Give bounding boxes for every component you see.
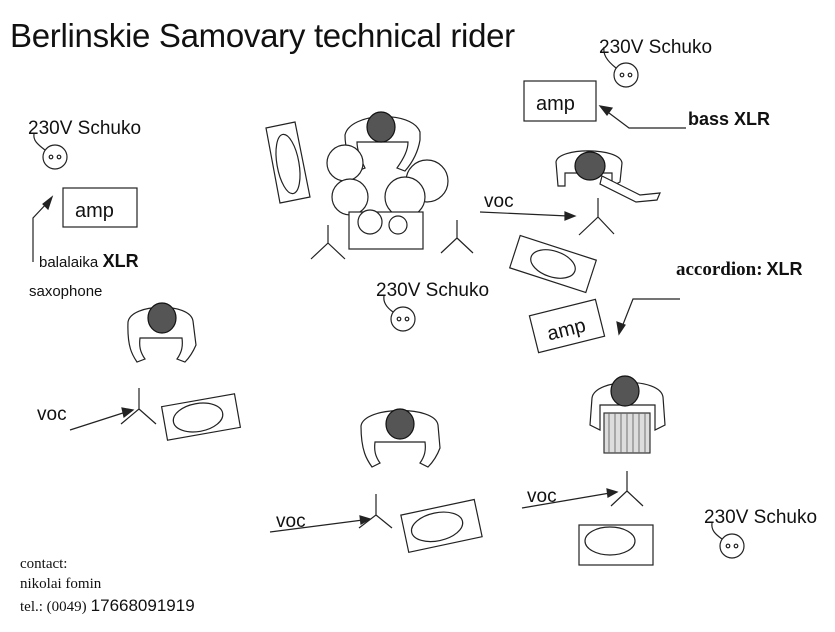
vocal-label-bass: voc (484, 191, 514, 212)
accordion-label: accordion: (676, 259, 763, 280)
phone-prefix: tel.: (0049) (20, 599, 87, 615)
amp-label-bass: amp (536, 93, 575, 115)
amp-box-accordion (528, 298, 606, 354)
singer-monitor-wedge (400, 498, 483, 553)
page-title: Berlinskie Samovary technical rider (10, 17, 515, 54)
bass-xlr-label: XLR (734, 109, 771, 129)
contact-phone: tel.: (0049) 17668091919 (20, 597, 195, 615)
singer-mic-stand (358, 494, 393, 529)
phone-number: 17668091919 (90, 596, 195, 615)
amp-label-balalaika: amp (75, 200, 114, 222)
accordion-mic-stand (610, 471, 644, 507)
contact-name: nikolai fomin (20, 576, 102, 592)
bass-input-label: bass XLR (688, 110, 770, 128)
drum-monitor-wedge (265, 121, 311, 204)
sax-monitor-wedge (160, 393, 242, 441)
balalaika-xlr-arrow (32, 195, 54, 262)
drummer-figure (344, 111, 421, 172)
balalaika-label: balalaika (39, 254, 99, 271)
saxophone-label: saxophone (29, 283, 103, 300)
saxophone-player-figure (127, 302, 197, 363)
amp-box-bass (523, 80, 597, 122)
vocal-arrow-accordion (521, 488, 619, 509)
balalaika-xlr-label: XLR (102, 251, 139, 271)
bass-xlr-arrow (598, 105, 686, 129)
sax-mic-stand (120, 388, 157, 425)
vocal-label-center: voc (276, 511, 306, 532)
singer-figure (360, 408, 441, 468)
accordion-monitor-wedge (578, 524, 654, 566)
vocal-label-accordion: voc (527, 486, 557, 507)
accordion-xlr-arrow (616, 298, 680, 336)
drum-mic-stands (310, 220, 474, 260)
power-socket-top-right (603, 46, 639, 88)
power-socket-bottom-right (711, 522, 745, 559)
amp-box-balalaika (62, 187, 138, 228)
bass-mic-stand (578, 198, 615, 236)
power-label-center: 230V Schuko (376, 280, 490, 301)
power-label-left: 230V Schuko (28, 118, 142, 139)
bass-player-figure (555, 150, 661, 203)
accordion-player-figure (589, 375, 666, 454)
power-label-bottom-right: 230V Schuko (704, 507, 818, 528)
power-socket-center (383, 295, 416, 332)
vocal-label-left: voc (37, 404, 67, 425)
power-label-top-right: 230V Schuko (599, 37, 713, 58)
accordion-xlr-label: XLR (766, 259, 803, 279)
vocal-arrow-bass (479, 211, 577, 221)
power-socket-left (33, 133, 68, 170)
contact-label: contact: (20, 556, 68, 572)
vocal-arrow-left (69, 407, 135, 431)
bass-label: bass (688, 109, 730, 129)
accordion-input-label: accordion: XLR (676, 260, 803, 279)
bass-monitor-wedge (508, 234, 598, 294)
vocal-arrow-center (269, 515, 372, 533)
balalaika-input-label: balalaika XLR (39, 252, 139, 271)
drum-kit (326, 144, 449, 250)
